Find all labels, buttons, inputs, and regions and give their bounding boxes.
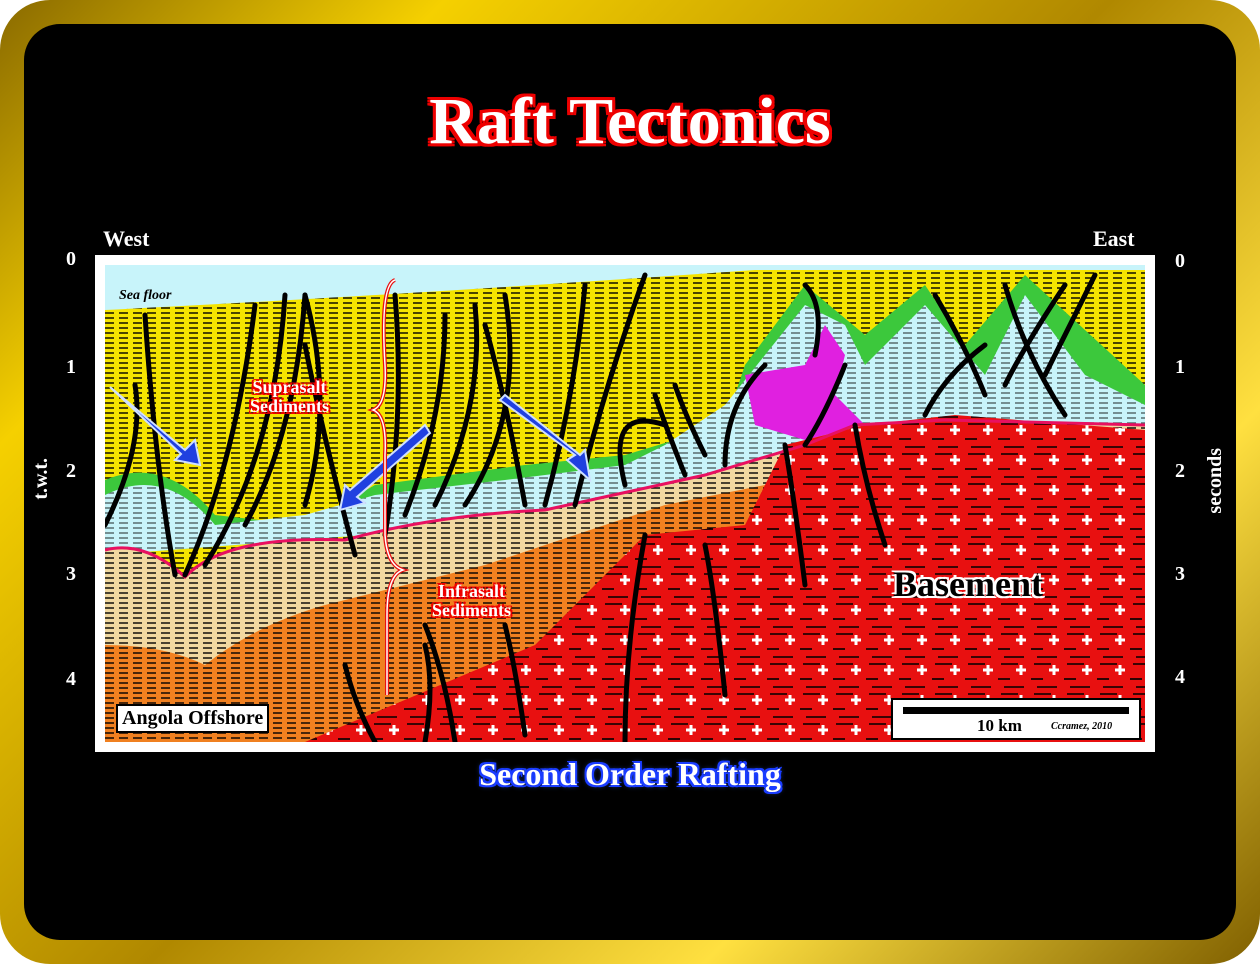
left-tick: 4 [66, 668, 76, 690]
east-label: East [1093, 226, 1135, 251]
salt-body [745, 325, 865, 440]
credit: Ccramez, 2010 [1051, 721, 1113, 732]
right-tick: 4 [1175, 666, 1185, 688]
west-label: West [103, 226, 150, 251]
right-tick: 1 [1175, 356, 1185, 378]
scale-label: 10 km [977, 716, 1022, 735]
left-tick: 1 [66, 356, 76, 378]
arrow-icon [498, 393, 592, 483]
scale-bar [903, 707, 1129, 714]
cross-section-drawing [105, 265, 1145, 742]
slide-subtitle: Second Order Rafting [479, 756, 781, 792]
left-tick: 3 [66, 563, 76, 585]
arrow-icon [109, 386, 202, 467]
right-axis-title: seconds [1204, 448, 1226, 514]
left-tick: 0 [66, 248, 76, 270]
left-tick: 2 [66, 460, 76, 482]
left-axis-title: t.w.t. [30, 458, 52, 500]
right-tick: 0 [1175, 250, 1185, 272]
salt-weld-line [105, 418, 1145, 580]
faults [105, 272, 1098, 742]
right-tick: 2 [1175, 460, 1185, 482]
slide-title: Raft Tectonics [429, 85, 831, 158]
right-tick: 3 [1175, 563, 1185, 585]
scale-bar-box: 10 km Ccramez, 2010 [891, 698, 1141, 740]
basement-label: Basement [893, 564, 1043, 604]
sea-floor-label: Sea floor [119, 288, 172, 303]
location-label: Angola Offshore [116, 704, 270, 733]
